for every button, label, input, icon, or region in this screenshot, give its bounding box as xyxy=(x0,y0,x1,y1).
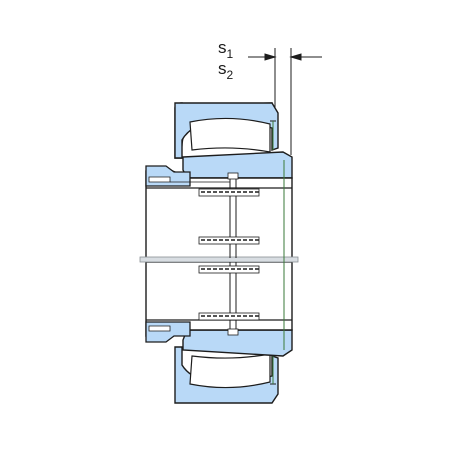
label-s1: s1 xyxy=(218,38,234,61)
washer-tab-markers xyxy=(227,172,239,336)
thread-hatch-4 xyxy=(198,312,260,321)
label-s2: s2 xyxy=(218,59,234,82)
thread-hatch-1 xyxy=(198,188,260,197)
thread-hatch-3 xyxy=(198,265,260,274)
thread-hatch-2 xyxy=(198,236,260,245)
outer-ring-top xyxy=(174,102,279,159)
center-axis xyxy=(139,256,299,263)
adapter-sleeve-bottom xyxy=(145,261,293,343)
outer-ring-bottom xyxy=(174,346,279,404)
